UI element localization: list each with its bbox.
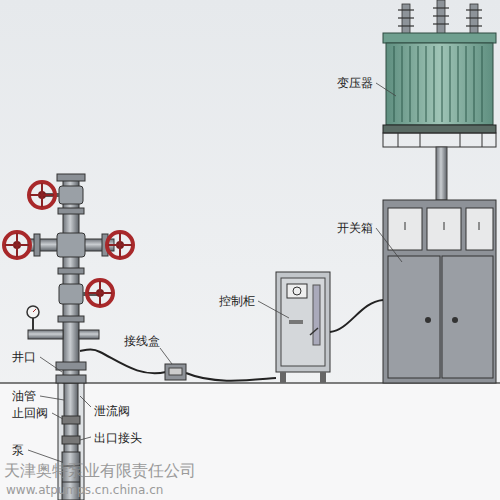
part-label: 控制柜 — [219, 294, 255, 308]
part-label: 井口 — [12, 350, 36, 364]
part-label: 泵 — [12, 443, 24, 457]
part-label: 接线盒 — [124, 334, 160, 348]
part-label: 出口接头 — [94, 431, 142, 445]
transformer — [383, 0, 496, 200]
part-label: 泄流阀 — [94, 404, 130, 418]
well — [58, 383, 84, 500]
watermark: 天津奥特泵业有限责任公司 — [4, 462, 196, 480]
switch-box — [383, 200, 496, 383]
junction-box — [169, 368, 182, 375]
part-label: 变压器 — [337, 76, 373, 90]
part-label: 油管 — [12, 389, 36, 403]
junction-box — [165, 364, 186, 380]
watermark: www.atpumps.cn.china.cn — [6, 483, 163, 497]
part-label: 开关箱 — [337, 221, 373, 235]
control-cabinet — [276, 272, 330, 383]
leader-line — [28, 83, 402, 462]
wellhead-tree — [4, 174, 133, 383]
part-label: 止回阀 — [12, 406, 48, 420]
power-cable — [80, 300, 383, 381]
